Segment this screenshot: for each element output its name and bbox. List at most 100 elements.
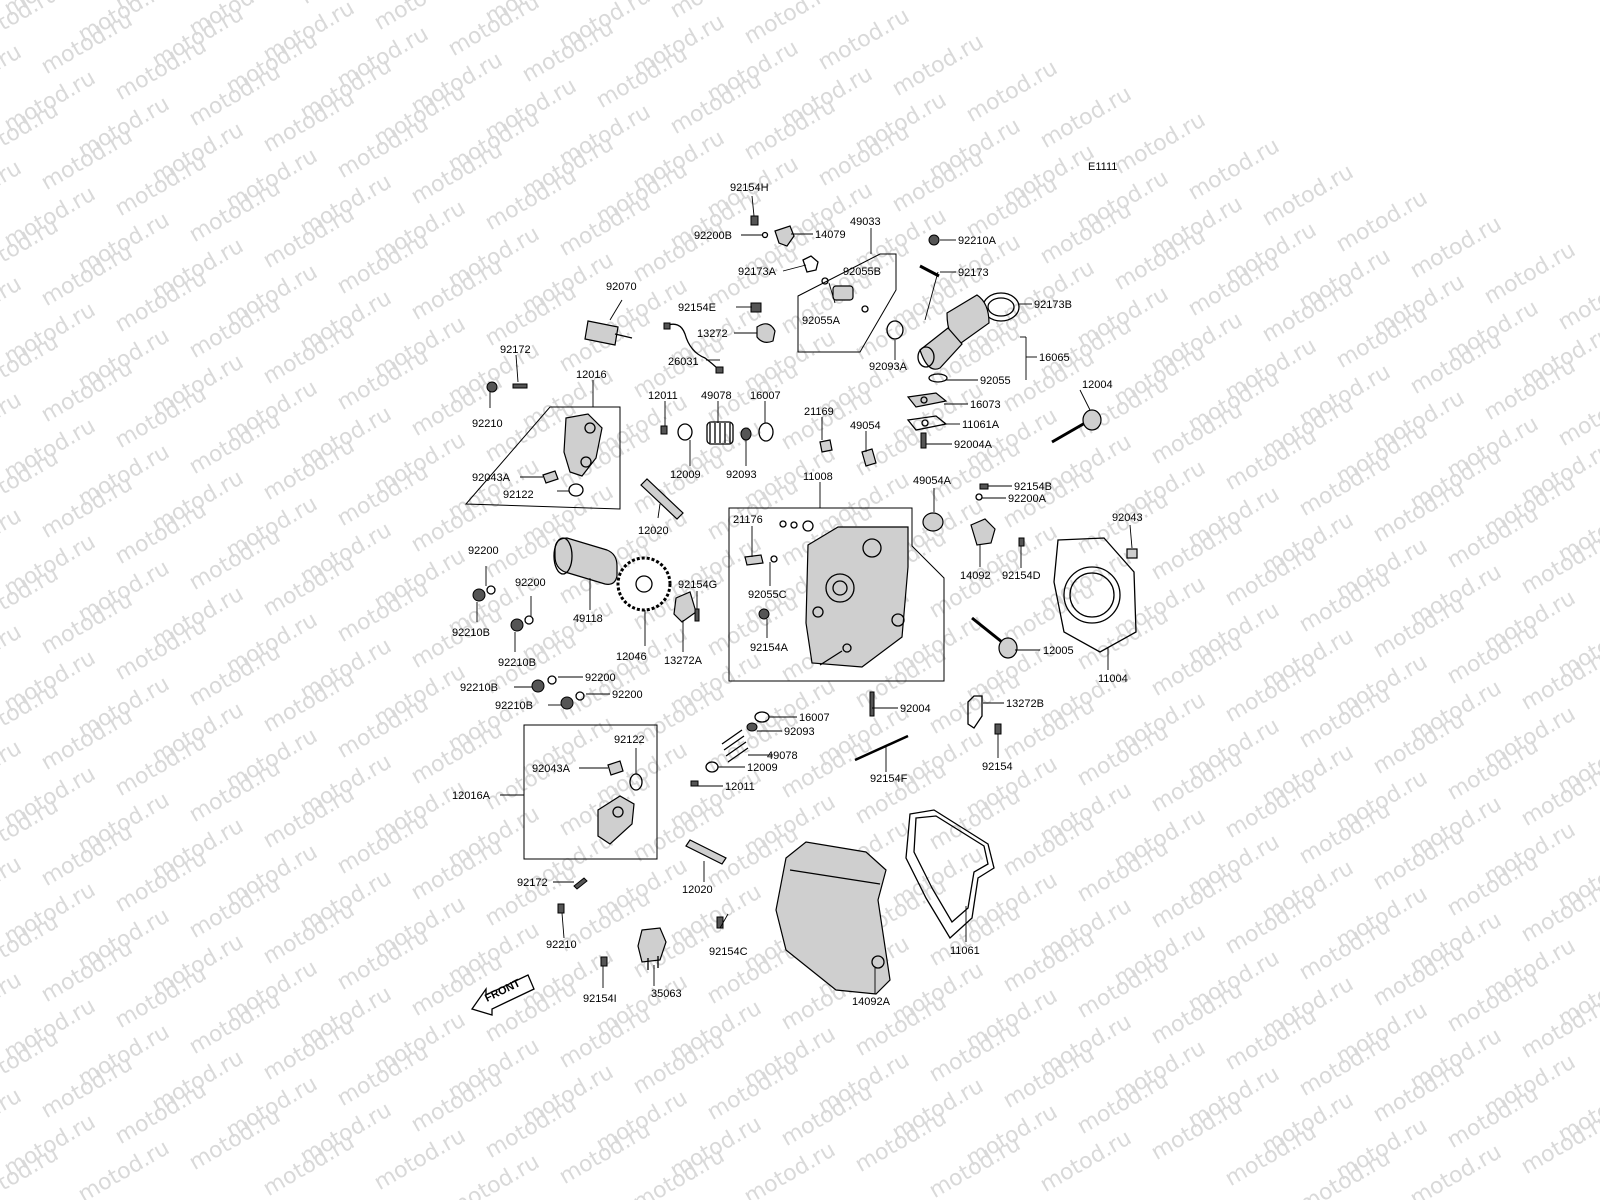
label-92055: 92055 (980, 375, 1011, 387)
label-49078-upper: 49078 (701, 390, 732, 402)
bracket-14079 (774, 225, 795, 247)
label-92200-b: 92200 (515, 577, 546, 589)
rocker-arm-group-box-lower (523, 724, 658, 860)
label-12020-lower: 12020 (682, 884, 713, 896)
label-12009-upper: 12009 (670, 469, 701, 481)
washer-92200-c (547, 675, 557, 685)
sensor-21169 (819, 439, 833, 453)
label-21169: 21169 (804, 406, 834, 418)
label-92122-lower: 92122 (614, 734, 645, 746)
intake-pipe-16065 (917, 294, 990, 370)
label-92055B: 92055B (843, 266, 881, 278)
gasket-11061 (905, 809, 995, 940)
pin-92004 (869, 691, 875, 717)
camshaft-49118 (553, 537, 618, 585)
label-92093-lower: 92093 (784, 726, 815, 738)
label-26031: 26031 (668, 356, 699, 368)
label-92210B-d: 92210B (495, 700, 533, 712)
label-92055C: 92055C (748, 589, 787, 601)
o-ring-92055C (770, 555, 778, 563)
seat-92093-lower (746, 722, 758, 732)
label-12016: 12016 (576, 369, 607, 381)
label-92173B: 92173B (1034, 299, 1072, 311)
label-92210B-b: 92210B (498, 657, 536, 669)
nut-92210B-c (531, 679, 545, 693)
label-92154H: 92154H (730, 182, 769, 194)
seal-16007-lower (754, 711, 770, 723)
label-92173A: 92173A (738, 266, 777, 278)
label-92154: 92154 (982, 761, 1013, 773)
label-92093-upper: 92093 (726, 469, 757, 481)
guide-13272B (967, 695, 983, 729)
washer-92200-a (486, 585, 496, 595)
front-direction-arrow: FRONT (470, 974, 535, 1016)
gasket-11004 (1053, 537, 1137, 653)
label-92043A-lower: 92043A (532, 763, 571, 775)
nut-92210-upper (486, 381, 498, 393)
bolt-92154B (979, 483, 989, 490)
bolt-92154E (750, 302, 762, 313)
label-12009-lower: 12009 (747, 762, 778, 774)
label-92200-c: 92200 (585, 672, 616, 684)
label-92200-a: 92200 (468, 545, 499, 557)
label-92043: 92043 (1112, 512, 1143, 524)
label-12005: 12005 (1043, 645, 1074, 657)
washer-92200-d (575, 691, 585, 701)
label-12004: 12004 (1082, 379, 1113, 391)
label-13272A: 13272A (664, 655, 703, 667)
bolt-92154C (716, 916, 724, 929)
wire-harness-26031 (663, 322, 724, 374)
label-12011-lower: 12011 (725, 781, 755, 793)
label-12016A: 12016A (452, 790, 491, 802)
retainer-12009-lower (705, 761, 719, 773)
rocker-arm-12016 (563, 413, 603, 477)
label-12046: 12046 (616, 651, 647, 663)
pin-92004A (920, 432, 927, 449)
label-13272: 13272 (697, 328, 728, 340)
label-92210-lower: 92210 (546, 939, 577, 951)
label-92154C: 92154C (709, 946, 748, 958)
label-11061A: 11061A (962, 419, 1000, 431)
label-92154G: 92154G (678, 579, 717, 591)
insulator-16073 (906, 392, 948, 408)
label-49078-lower: 49078 (767, 750, 798, 762)
label-92200B: 92200B (694, 230, 732, 242)
stud-92173 (919, 264, 940, 278)
pin-92172-lower (573, 877, 588, 890)
sprocket-12046 (616, 556, 672, 612)
dowel-92043 (1126, 548, 1138, 559)
label-92173: 92173 (958, 267, 989, 279)
label-92154F: 92154F (870, 773, 908, 785)
label-11008: 11008 (803, 471, 833, 483)
label-49033: 49033 (850, 216, 881, 228)
label-92043A-upper: 92043A (472, 472, 511, 484)
label-16007-upper: 16007 (750, 390, 781, 402)
valve-12005 (971, 616, 1018, 659)
cotter-12011-lower (690, 780, 699, 787)
spark-plug-92070 (584, 320, 633, 346)
label-92200A: 92200A (1008, 493, 1047, 505)
spring-49078-upper (706, 421, 734, 445)
plug-parts (779, 520, 852, 666)
nut-92210B-d (560, 696, 574, 710)
label-14092A: 14092A (852, 996, 891, 1008)
bearing-92122-upper (568, 483, 584, 497)
label-92154I: 92154I (583, 993, 617, 1005)
label-92154B: 92154B (1014, 481, 1052, 493)
nut-92210-lower (557, 903, 565, 914)
bolt-92154A (758, 608, 770, 620)
label-92154E: 92154E (678, 302, 716, 314)
bolt-92154F (854, 734, 909, 762)
pin-12020-lower (685, 839, 727, 865)
label-13272B: 13272B (1006, 698, 1044, 710)
label-92093A: 92093A (869, 361, 908, 373)
pin-12020-upper (640, 478, 684, 520)
rocker-arm-12016A (597, 795, 635, 845)
label-49054A: 49054A (913, 475, 952, 487)
cotter-12011-upper (660, 425, 668, 435)
label-16073: 16073 (970, 399, 1001, 411)
cap-49054A (922, 512, 944, 532)
shaft-92043A-upper (542, 470, 559, 484)
